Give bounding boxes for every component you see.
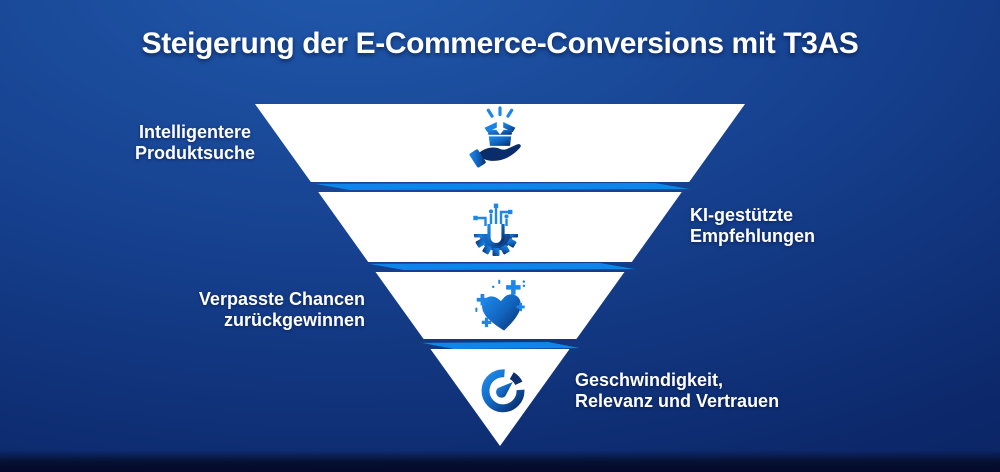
funnel-divider-3 xyxy=(422,342,580,349)
funnel-divider-2 xyxy=(369,263,635,270)
funnel-label-1: Intelligentere Produktsuche xyxy=(134,122,256,163)
heart-plus-icon xyxy=(475,279,526,331)
ai-gear-circuit-icon xyxy=(473,203,518,256)
funnel-label-3: Verpasste Chancen zurückgewinnen xyxy=(198,289,365,330)
funnel-label-2: KI-gestützte Empfehlungen xyxy=(690,205,815,246)
bottom-shadow-band xyxy=(0,450,1000,472)
page-title: Steigerung der E-Commerce-Conversions mi… xyxy=(141,27,859,60)
speedometer-icon xyxy=(481,369,525,413)
funnel-label-4: Geschwindigkeit, Relevanz und Vertrauen xyxy=(575,370,780,411)
funnel-divider-1 xyxy=(315,183,690,190)
conversion-funnel xyxy=(255,104,745,446)
product-in-hand-icon xyxy=(469,106,521,168)
